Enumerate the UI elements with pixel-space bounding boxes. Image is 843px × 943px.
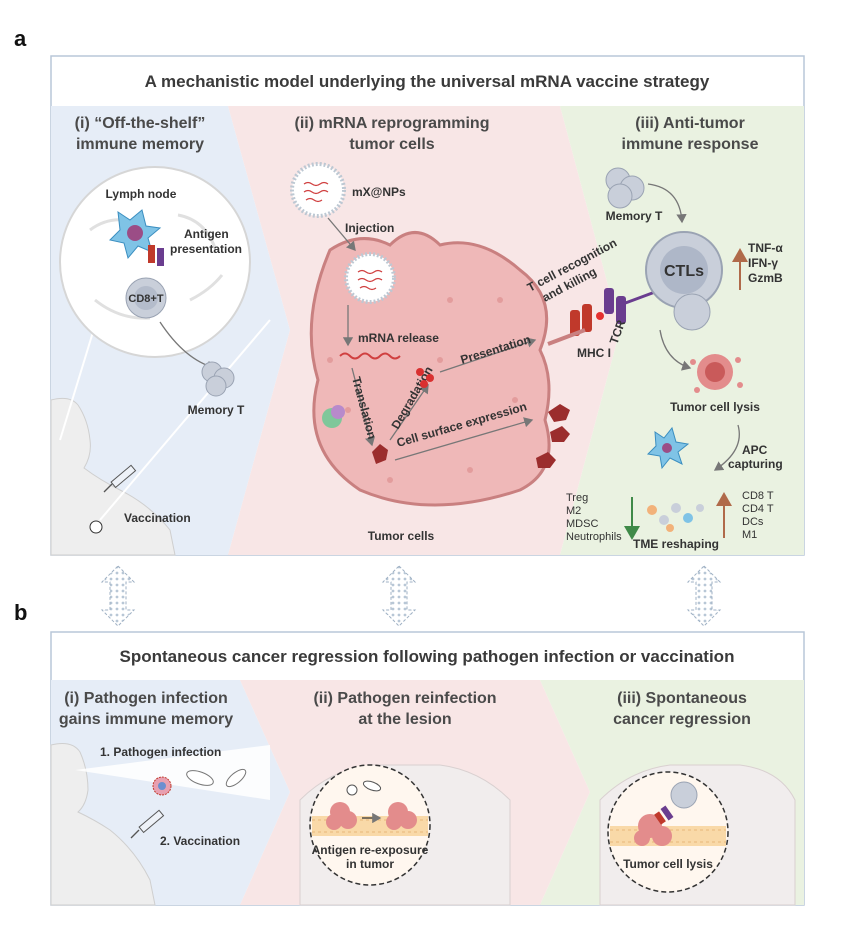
presentation-arrow — [439, 337, 537, 373]
injection-label: Injection — [345, 221, 394, 235]
cytokine-1: TNF-α — [748, 241, 783, 255]
surface-expression-arrow — [394, 417, 534, 461]
mrna-release-label: mRNA release — [358, 331, 439, 345]
section-b1-line1: (i) Pathogen infection — [64, 690, 228, 707]
tumor-lysis-label: Tumor cell lysis — [670, 400, 760, 414]
tcr-icon — [604, 288, 656, 324]
section-a2-line1: (ii) mRNA reprogramming — [295, 115, 490, 132]
antigen-label-1: Antigen — [184, 227, 229, 241]
tumor-cells-label: Tumor cells — [368, 529, 435, 543]
up-item-2: CD4 T — [742, 503, 774, 515]
nps-label: mX@NPs — [352, 185, 406, 199]
cytokine-2: IFN-γ — [748, 256, 778, 270]
down-item-1: Treg — [566, 492, 588, 504]
tme-cells-icon — [647, 503, 704, 532]
band-green-a — [560, 106, 804, 555]
injection-arrow — [327, 217, 356, 251]
bacteria-icon-1 — [186, 770, 214, 786]
degradation-arrow — [389, 383, 429, 441]
mhc-i-icon — [547, 304, 592, 346]
cd8t-label: CD8+T — [128, 293, 163, 305]
ctls-label: CTLs — [664, 263, 704, 280]
lymph-node-label: Lymph node — [106, 187, 177, 201]
pathogen-icons-b2 — [346, 780, 382, 796]
antigen-protein-icon — [372, 444, 388, 464]
panel-a-title: A mechanistic model underlying the unive… — [145, 72, 710, 91]
memory-t-label-left: Memory T — [188, 403, 245, 417]
tumor-cell-specks — [327, 297, 518, 483]
tme-label: TME reshaping — [633, 537, 719, 551]
panel-b-letter: b — [14, 600, 27, 625]
mhc-tcr-complex-icon — [148, 245, 164, 266]
memory-t-cell-icon-left — [201, 361, 235, 397]
lysed-tumor-cell-icon — [690, 354, 743, 393]
panel-a-letter: a — [14, 26, 27, 51]
section-a3-line1: (iii) Anti-tumor — [635, 115, 745, 132]
section-b3-line2: cancer regression — [613, 711, 751, 728]
tumor-cluster-icon-2 — [386, 802, 417, 830]
bacteria-icon-2 — [225, 768, 247, 788]
section-a3-line2: immune response — [622, 136, 759, 153]
section-a1-line1: (i) “Off-the-shelf” — [75, 115, 206, 132]
translation-arrow — [351, 367, 376, 447]
t-cell-attack-icon — [654, 781, 698, 825]
ribosome-icon — [322, 405, 345, 428]
tumor-cluster-icon-1 — [326, 802, 357, 830]
vaccination-label: Vaccination — [124, 511, 191, 525]
nanoparticle-icon-1 — [290, 162, 346, 218]
surface-antigen-icons — [536, 404, 570, 468]
syringe-icon-a — [103, 464, 137, 493]
virus-icon — [152, 776, 172, 796]
link-arrow-3 — [686, 565, 722, 627]
step1-label: 1. Pathogen infection — [100, 745, 221, 759]
ctl-to-lysis-arrow — [659, 329, 692, 371]
apc-arrow — [713, 424, 740, 471]
memory-t-label-right: Memory T — [606, 209, 663, 223]
memory-t-cell-icon-right — [605, 167, 645, 209]
dendritic-cell-icon — [108, 209, 162, 260]
mhc-label: MHC I — [577, 346, 611, 360]
link-arrow-1 — [100, 565, 136, 627]
lysis-label-b: Tumor cell lysis — [623, 857, 713, 871]
reexposure-label-1: Antigen re-exposure — [312, 843, 429, 857]
apc-label-1: APC — [742, 443, 768, 457]
down-item-2: M2 — [566, 505, 581, 517]
cytokine-3: GzmB — [748, 271, 783, 285]
mrna-strand-icon — [339, 352, 401, 360]
nanoparticle-icon-2 — [344, 252, 396, 304]
peptide-icon — [596, 312, 604, 320]
human-silhouette-b1 — [50, 743, 270, 906]
human-silhouette-a — [50, 397, 176, 556]
down-item-3: MDSC — [566, 518, 598, 530]
up-item-3: DCs — [742, 516, 764, 528]
apc-cell-icon — [646, 426, 690, 470]
down-item-4: Neutrophils — [566, 531, 622, 543]
section-b2-line1: (ii) Pathogen reinfection — [313, 690, 496, 707]
up-item-4: M1 — [742, 529, 757, 541]
antigen-label-2: presentation — [170, 242, 242, 256]
section-b1-line2: gains immune memory — [59, 711, 233, 728]
section-b3-line1: (iii) Spontaneous — [617, 690, 747, 707]
zoom-line-2 — [99, 319, 271, 521]
link-arrow-2 — [381, 565, 417, 627]
cd8-t-cell-icon — [125, 277, 167, 319]
apc-label-2: capturing — [728, 457, 783, 471]
peptide-fragments-icon — [416, 368, 434, 388]
section-b2-line2: at the lesion — [358, 711, 451, 728]
syringe-icon-b — [130, 809, 165, 839]
section-a1-line2: immune memory — [76, 136, 204, 153]
up-item-1: CD8 T — [742, 490, 774, 502]
panel-b-title: Spontaneous cancer regression following … — [120, 647, 735, 666]
reexposure-label-2: in tumor — [346, 857, 394, 871]
step2-label: 2. Vaccination — [160, 834, 240, 848]
ctl-cell-icon — [645, 231, 723, 331]
lysing-tumor-icon — [634, 814, 672, 846]
memory-to-ctl-arrow — [647, 183, 687, 224]
section-a2-line2: tumor cells — [349, 136, 434, 153]
